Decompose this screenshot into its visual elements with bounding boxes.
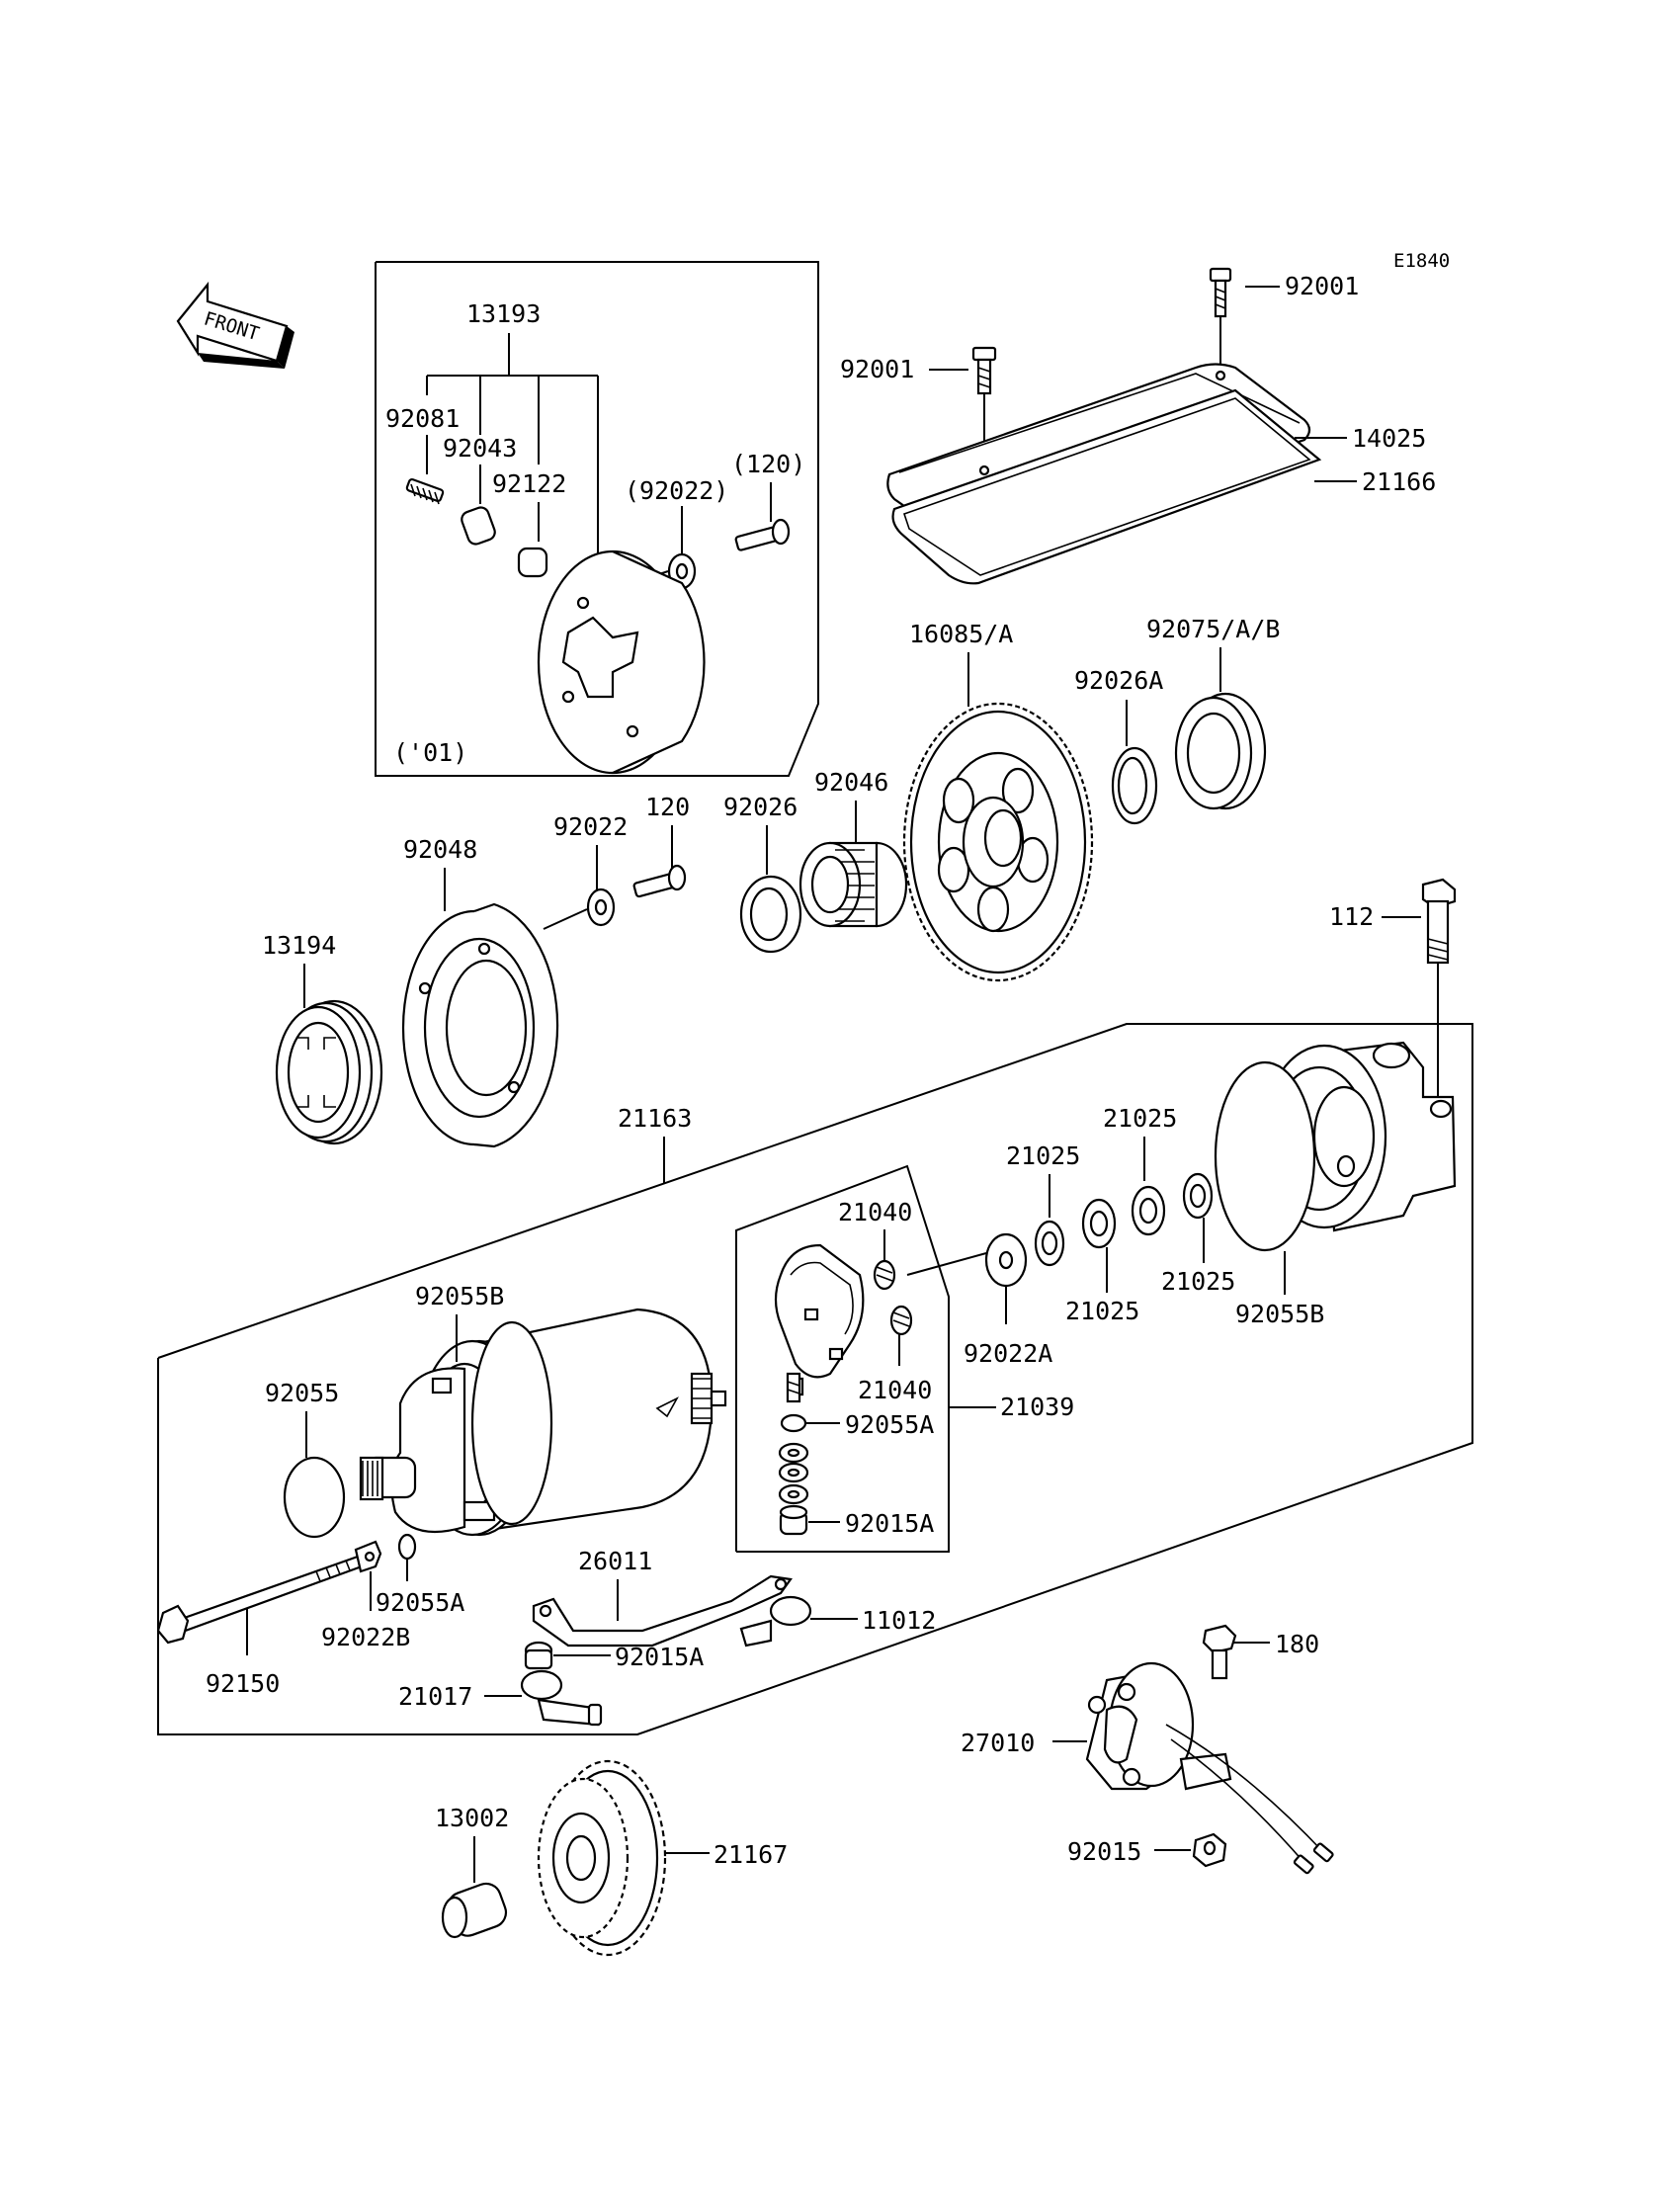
label-180: 180 [1275,1630,1319,1658]
label-21163: 21163 [618,1104,692,1133]
seal-92075 [1174,692,1267,810]
label-21166: 21166 [1362,467,1436,496]
label-27010: 27010 [961,1729,1035,1757]
washer-21025-b [1034,1220,1065,1267]
label-92122: 92122 [492,469,566,498]
gear-21167 [537,1759,667,1957]
label-92055B-right: 92055B [1235,1300,1324,1328]
bolt-120 [632,864,687,898]
label-11012: 11012 [862,1606,936,1635]
starter-relay-27010 [1085,1661,1334,1875]
label-21040-top: 21040 [838,1198,912,1226]
label-92026A: 92026A [1074,666,1163,695]
front-arrow-icon: FRONT [176,281,294,369]
washer-21025-d [1182,1172,1214,1220]
o-ring-92055A-top [780,1413,807,1433]
label-92001-top: 92001 [1285,272,1359,300]
label-92048: 92048 [403,835,477,864]
o-ring-92055 [283,1456,346,1539]
label-92001-left: 92001 [840,355,914,383]
one-way-clutch-13194 [275,999,383,1145]
washer-21025-a [1131,1185,1166,1236]
inset-note: ('01) [393,738,467,767]
o-ring-92055A-bottom [397,1533,417,1561]
washer-21025-c [1081,1198,1117,1249]
terminal-nut-92015A-bottom [524,1641,553,1670]
label-92015A-bot: 92015A [615,1643,704,1671]
label-26011: 26011 [578,1547,652,1575]
shaft-13002 [441,1882,508,1939]
label-92026: 92026 [723,793,798,821]
washer-92026 [739,875,802,954]
washers-stack [778,1442,809,1536]
lead-21017 [520,1669,603,1727]
label-120-paren: (120) [731,450,805,478]
brush-plate [774,1243,865,1396]
inset-box [375,261,819,777]
label-92022: 92022 [553,812,628,841]
diagram-code: E1840 [1393,250,1450,272]
cable-26011 [532,1574,793,1648]
o-ring-92055B-right [1214,1060,1316,1252]
washer-92022 [586,887,616,927]
pin-92043 [461,506,496,546]
label-21025-c: 21025 [1065,1297,1139,1325]
label-16085: 16085/A [909,620,1013,648]
label-92022-paren: (92022) [625,476,728,505]
label-92150: 92150 [206,1669,280,1698]
bolt-120-inset [734,518,791,551]
label-92015: 92015 [1067,1837,1141,1866]
cable-end-11012 [739,1595,812,1648]
bolt-112 [1421,878,1457,965]
label-92022A: 92022A [964,1339,1052,1368]
roller-92122 [517,547,548,578]
label-92015A-top: 92015A [845,1509,934,1538]
washer-92022A [984,1232,1028,1288]
spring-21040-top [873,1259,896,1291]
label-120: 120 [645,793,690,821]
gear-16085 [902,702,1094,982]
label-21039: 21039 [1000,1393,1074,1421]
gasket-21166 [891,388,1322,585]
bolt-180 [1202,1624,1237,1680]
label-92055B-left: 92055B [415,1282,504,1310]
washer-92026A [1111,746,1158,825]
label-92043: 92043 [443,434,517,463]
label-13193: 13193 [466,299,541,328]
label-21025-b: 21025 [1006,1141,1080,1170]
bearing-92046 [798,841,908,928]
label-92055A-bot: 92055A [376,1588,464,1617]
plate-92022B [354,1540,382,1573]
label-14025: 14025 [1352,424,1426,453]
label-21025-a: 21025 [1103,1104,1177,1133]
spring-21040-bottom [889,1305,913,1336]
label-21025-d: 21025 [1161,1267,1235,1296]
label-92046: 92046 [814,768,888,797]
label-92055: 92055 [265,1379,339,1407]
terminal-bolt [786,1372,801,1403]
o-ring-92055B-left [470,1320,553,1526]
label-21167: 21167 [714,1840,788,1869]
nut-92015 [1192,1832,1227,1868]
label-92081: 92081 [385,404,460,433]
bolt-92001-left [971,346,997,395]
label-92022B: 92022B [321,1623,410,1651]
bolt-92001-top [1209,267,1232,318]
label-92055A-top: 92055A [845,1410,934,1439]
label-13194: 13194 [262,931,336,960]
label-13002: 13002 [435,1804,509,1832]
label-21017: 21017 [398,1682,472,1711]
clutch-housing-inset [537,549,706,775]
clutch-92048 [401,902,559,1148]
label-92075: 92075/A/B [1146,615,1280,643]
spring-92081 [405,477,445,505]
label-21040-bot: 21040 [858,1376,932,1404]
label-112: 112 [1329,902,1374,931]
